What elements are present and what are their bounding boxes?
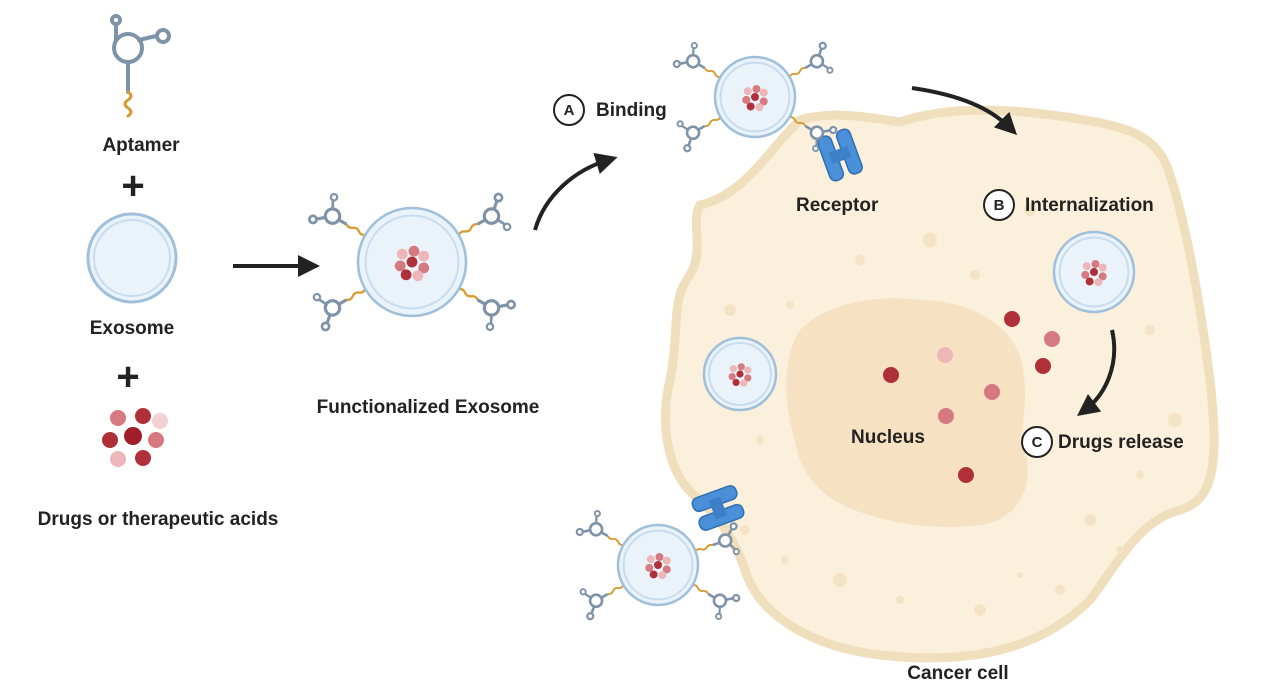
arrow-to-internalization	[911, 86, 1018, 136]
released-drugs	[883, 311, 1060, 483]
arrow-to-drug-release	[1077, 329, 1117, 417]
internalization-label: Internalization	[1025, 195, 1154, 216]
step-c-badge: C	[1021, 426, 1053, 458]
plus-sign-2: +	[116, 355, 140, 399]
exosome-label: Exosome	[89, 318, 175, 339]
receptor-top	[817, 128, 863, 182]
drugs-label: Drugs or therapeutic acids	[37, 509, 279, 530]
cytoplasm-speckles	[724, 204, 1182, 616]
nucleus-label: Nucleus	[851, 427, 925, 448]
aptamer-icon	[110, 14, 171, 118]
plus-sign-1: +	[121, 164, 145, 208]
step-b-badge: B	[983, 189, 1015, 221]
step-a-badge: A	[553, 94, 585, 126]
functionalized-exosome-label: Functionalized Exosome	[316, 397, 540, 418]
binding-label: Binding	[596, 100, 667, 121]
receptor-label: Receptor	[796, 195, 879, 216]
arrow-to-binding	[533, 152, 618, 231]
functionalized-exosome-icon	[307, 192, 517, 332]
exosome-icon	[86, 212, 178, 304]
bottom-exosome-icon	[575, 509, 741, 621]
receptor-bottom	[691, 485, 745, 531]
binding-exosome-icon	[672, 41, 838, 153]
aptamer-label: Aptamer	[102, 135, 180, 156]
cytoplasm-exosome-icon	[702, 336, 778, 412]
drugs-release-label: Drugs release	[1058, 432, 1184, 453]
internalized-exosome-icon	[1052, 230, 1136, 314]
drugs-cluster-icon	[102, 408, 168, 467]
cancer-cell-label: Cancer cell	[907, 663, 1009, 684]
